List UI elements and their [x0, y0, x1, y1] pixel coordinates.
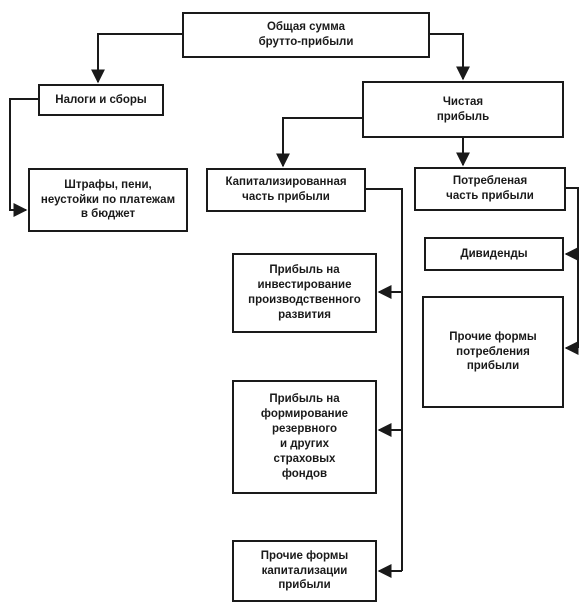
dividends-box: Дивиденды [424, 237, 564, 271]
other-capitalization-box: Прочие формы капитализации прибыли [232, 540, 377, 602]
trunk-capitalized [366, 188, 403, 571]
other-consumption-box: Прочие формы потребления прибыли [422, 296, 564, 408]
gross-profit-box: Общая сумма брутто-прибыли [182, 12, 430, 58]
reserve-funds-box: Прибыль на формирование резервного и дру… [232, 380, 377, 494]
arrow-gross-to-taxes [91, 33, 182, 84]
arrow-taxes-to-penalties [9, 98, 38, 217]
penalties-box: Штрафы, пени, неустойки по платежам в бю… [28, 168, 188, 232]
investment-profit-box: Прибыль на инвестирование производственн… [232, 253, 377, 333]
arrow-gross-to-net [430, 33, 470, 81]
capitalized-profit-box: Капитализированная часть прибыли [206, 168, 366, 212]
net-profit-box: Чистая прибыль [362, 81, 564, 138]
arrow-net-to-capitalized [276, 117, 362, 168]
trunk-consumed [566, 187, 579, 348]
taxes-box: Налоги и сборы [38, 84, 164, 116]
consumed-profit-box: Потребленая часть прибыли [414, 167, 566, 211]
